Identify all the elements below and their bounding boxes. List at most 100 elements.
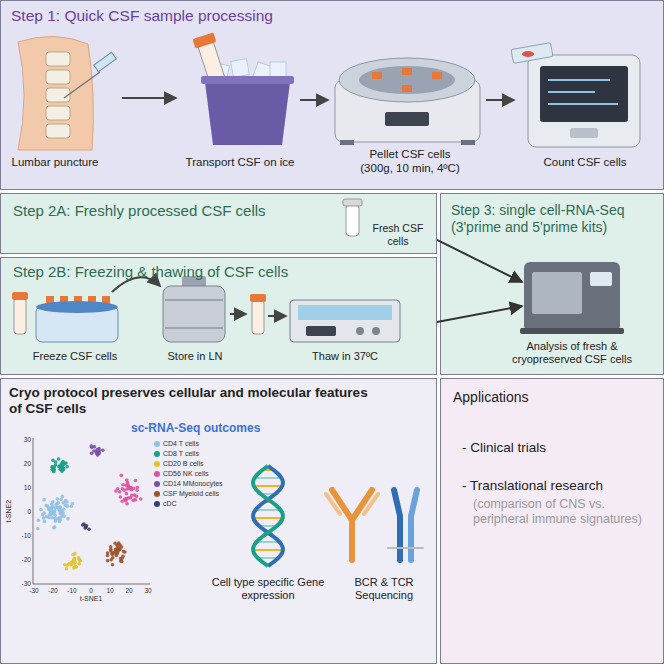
- tsne-points: [37, 519, 41, 523]
- application-item: - Translational research: [462, 478, 657, 494]
- sample-tube: [343, 199, 362, 206]
- tsne-points: [60, 509, 64, 513]
- tick-label: 10: [100, 587, 120, 595]
- water-bath: [306, 326, 336, 336]
- legend-swatch: [154, 481, 160, 487]
- tsne-points: [121, 483, 125, 487]
- dna-helix: [255, 509, 280, 511]
- tsne-points: [66, 563, 70, 567]
- centrifuge: [335, 58, 480, 145]
- tsne-points: [77, 562, 81, 566]
- sample-tube: [343, 199, 362, 236]
- ice-bucket: [205, 82, 290, 145]
- tick-label: 0: [81, 587, 101, 595]
- tsne-points: [129, 496, 133, 500]
- tsne-points: [84, 525, 88, 529]
- centrifuge: [402, 85, 412, 92]
- cell-counter: [548, 91, 595, 93]
- step-panel: Step 2A: Freshly processed CSF cells: [0, 193, 437, 254]
- tsne-points: [127, 485, 131, 489]
- centrifuge: [385, 112, 429, 126]
- outcome-label: Cell type specific Gene expression: [208, 576, 328, 602]
- cryo-tube: [12, 292, 28, 334]
- tick-label: -20: [14, 556, 31, 564]
- tsne-points: [131, 499, 135, 503]
- tsne-points: [77, 557, 81, 561]
- tsne-points: [84, 525, 88, 529]
- tsne-points: [60, 469, 64, 473]
- spine-figure: [46, 124, 70, 138]
- legend-swatch: [154, 461, 160, 467]
- tick-label: 0: [14, 508, 31, 516]
- panel-heading: Step 3: single cell-RNA-Seq (3'prime and…: [451, 202, 659, 236]
- process-arrow: [486, 99, 514, 101]
- tsne-points: [36, 527, 40, 531]
- tsne-points: [122, 488, 126, 492]
- tick-label: -20: [43, 587, 63, 595]
- ice-bucket: [270, 62, 286, 78]
- tick-label: 20: [119, 587, 139, 595]
- tsne-points: [119, 474, 123, 478]
- cell-counter: [528, 55, 640, 147]
- tsne-points: [65, 500, 69, 504]
- tick-label: -10: [62, 587, 82, 595]
- tsne-points: [135, 488, 139, 492]
- spine-figure: [64, 72, 100, 98]
- centrifuge: [372, 72, 382, 79]
- icon-label: Freeze CSF cells: [20, 350, 130, 363]
- axis-title: t-SNE1: [71, 595, 111, 603]
- legend-swatch: [154, 471, 160, 477]
- tick-label: 30: [14, 436, 31, 444]
- dna-helix: [254, 477, 281, 479]
- tsne-points: [43, 520, 47, 524]
- process-arrow: [122, 97, 176, 99]
- tsne-points: [58, 516, 62, 520]
- application-note: (comparison of CNS vs. peripheral immune…: [473, 497, 653, 527]
- tsne-points: [42, 516, 46, 520]
- tsne-points: [53, 525, 57, 529]
- tsne-points: [56, 497, 60, 501]
- cell-counter: [511, 43, 553, 64]
- tsne-points: [47, 506, 51, 510]
- tsne-points: [52, 526, 56, 530]
- legend-swatch: [154, 491, 160, 497]
- tsne-points: [73, 552, 77, 556]
- spine-figure: [46, 52, 70, 66]
- legend: [154, 441, 160, 507]
- ice-bucket: [192, 32, 294, 145]
- tsne-points: [36, 444, 143, 570]
- flow-arrow: [437, 306, 522, 322]
- legend-label: CD4 T cells: [163, 440, 199, 448]
- legend-swatch: [154, 441, 160, 447]
- spine-figure: [18, 36, 116, 150]
- panel-heading: Applications: [453, 389, 643, 406]
- thawed-tube: [250, 294, 266, 302]
- sequencer: [590, 272, 612, 286]
- tsne-points: [54, 517, 58, 521]
- tsne-points: [115, 552, 119, 556]
- tick-label: -30: [24, 587, 44, 595]
- tsne-points: [90, 446, 94, 450]
- axis-title: t-SNE2: [5, 491, 13, 531]
- water-bath: [290, 300, 400, 342]
- tsne-points: [62, 514, 66, 518]
- tsne-points: [135, 494, 139, 498]
- tsne-points: [111, 563, 115, 567]
- legend-swatch: [154, 501, 160, 507]
- bcr-antibody: [332, 490, 372, 560]
- liquid-nitrogen-tank: [163, 276, 246, 342]
- plot-axes: [33, 438, 150, 584]
- tsne-points: [109, 547, 113, 551]
- freezing-container: [36, 277, 160, 342]
- legend-label: CD20 B cells: [163, 460, 203, 468]
- tsne-points: [53, 513, 57, 517]
- bcr-antibody: [326, 490, 378, 560]
- tick-label: 20: [14, 460, 31, 468]
- tsne-points: [61, 460, 65, 464]
- legend-label: cDC: [163, 500, 177, 508]
- tsne-points: [72, 558, 76, 562]
- icon-label: Thaw in 37ºC: [295, 350, 395, 363]
- cell-counter: [570, 128, 598, 138]
- tsne-points: [97, 447, 101, 451]
